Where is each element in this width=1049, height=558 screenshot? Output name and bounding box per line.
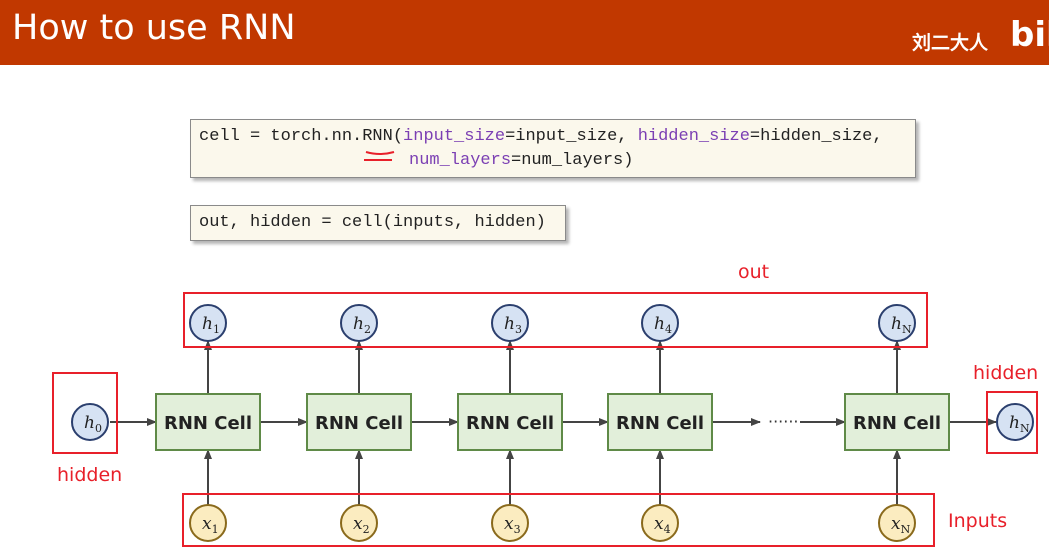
input-node <box>491 504 529 542</box>
code-token: =hidden_size, <box>749 127 883 146</box>
input-node-label: x4 <box>654 514 671 536</box>
output-node-label: h1 <box>202 314 220 336</box>
inputs-highlight-box <box>182 493 935 547</box>
h0-node <box>71 403 109 441</box>
input-node <box>340 504 378 542</box>
output-node <box>340 304 378 342</box>
input-node <box>189 504 227 542</box>
code-keyword: hidden_size <box>637 127 750 146</box>
bilibili-logo: bili <box>1010 15 1049 55</box>
output-node <box>641 304 679 342</box>
rnn-cell <box>155 393 261 451</box>
brand-name: 刘二大人 <box>912 32 989 54</box>
rnn-cell-label: RNN Cell <box>164 413 252 434</box>
rnn-cell-label: RNN Cell <box>466 413 554 434</box>
input-node-label: x2 <box>353 514 370 536</box>
output-node <box>878 304 916 342</box>
rnn-cell <box>306 393 412 451</box>
rnn-cell <box>607 393 713 451</box>
code-block-rnn-call: out, hidden = cell(inputs, hidden) <box>190 205 566 241</box>
output-node <box>189 304 227 342</box>
code-keyword: input_size <box>403 127 506 146</box>
input-node-label: xN <box>891 514 911 536</box>
code-token: =input_size, <box>505 127 638 146</box>
rnn-cell <box>844 393 950 451</box>
rnn-cell <box>457 393 563 451</box>
output-node-label: h3 <box>504 314 522 336</box>
hn-final-node-label: hN <box>1009 413 1030 435</box>
output-node-label: h2 <box>353 314 371 336</box>
code-block-rnn-constructor: cell = torch.nn.RNN(input_size=input_siz… <box>190 119 916 178</box>
code-token: =num_layers) <box>511 151 634 170</box>
hn-final-node <box>996 403 1034 441</box>
h0-node-label: h0 <box>84 413 102 435</box>
hidden-label-right: hidden <box>973 362 1038 384</box>
rnn-cell-label: RNN Cell <box>853 413 941 434</box>
hidden-out-highlight-box <box>986 391 1038 454</box>
slide-header: How to use RNN 刘二大人 bili <box>0 0 1049 65</box>
out-label: out <box>738 261 769 283</box>
input-node-label: x1 <box>202 514 219 536</box>
code-keyword: num_layers <box>409 151 512 170</box>
input-node-label: x3 <box>504 514 521 536</box>
slide-title: How to use RNN <box>12 8 296 48</box>
inputs-label: Inputs <box>948 510 1007 532</box>
rnn-cell-label: RNN Cell <box>616 413 704 434</box>
output-node-label: h4 <box>654 314 672 336</box>
output-node-label: hN <box>891 314 912 336</box>
rnn-cell-label: RNN Cell <box>315 413 403 434</box>
code-call-text: out, hidden = cell(inputs, hidden) <box>199 213 546 232</box>
code-token-rnn: RNN <box>362 127 393 146</box>
out-highlight-box <box>183 292 928 348</box>
output-node <box>491 304 529 342</box>
input-node <box>878 504 916 542</box>
code-token: ( <box>392 127 404 146</box>
hidden-in-highlight-box <box>52 372 118 454</box>
annotation-underline <box>365 151 395 155</box>
code-token: cell = torch.nn. <box>199 127 363 146</box>
hidden-label-left: hidden <box>57 464 122 486</box>
ellipsis-dots: ······ <box>768 412 799 431</box>
input-node <box>641 504 679 542</box>
